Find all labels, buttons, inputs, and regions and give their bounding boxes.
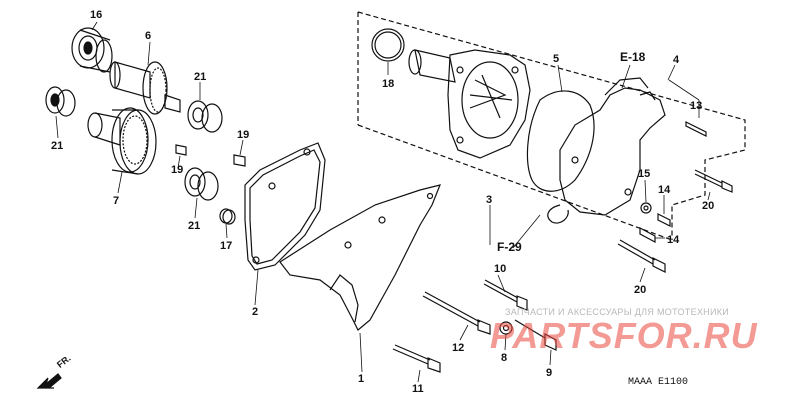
bolt-9: [514, 319, 557, 351]
pump-housing-4: [547, 77, 666, 224]
label-part-21-lower: 21: [188, 220, 201, 232]
cover-1: [279, 184, 441, 331]
label-part-19-right: 19: [237, 129, 250, 141]
bolt-20-upper: [694, 169, 733, 193]
label-part-6: 6: [145, 30, 152, 42]
bearing-21-upper: [187, 100, 223, 133]
label-part-19-left: 19: [171, 164, 184, 176]
gear-assembly-7: [87, 107, 157, 175]
label-part-5: 5: [553, 53, 560, 65]
o-ring-5: [526, 90, 595, 192]
bolt-14-upper: [657, 213, 671, 227]
label-part-14-lower: 14: [667, 234, 680, 246]
o-ring-18: [371, 28, 405, 62]
label-part-2: 2: [252, 306, 259, 318]
label-part-1: 1: [358, 373, 365, 385]
bolt-14-lower: [639, 227, 656, 243]
bearing-21-lower: [184, 167, 219, 201]
label-part-10: 10: [494, 263, 507, 275]
label-part-13: 13: [690, 100, 703, 112]
bolt-20-lower: [617, 239, 666, 273]
gasket-2: [244, 142, 326, 271]
label-part-7: 7: [113, 195, 120, 207]
label-part-21-left: 21: [51, 140, 64, 152]
dowel-17: [219, 208, 236, 225]
pin-19-right: [233, 154, 246, 167]
label-part-18: 18: [382, 78, 395, 90]
label-part-11: 11: [412, 383, 424, 395]
label-part-4: 4: [673, 54, 680, 66]
bearing-21-left: [45, 86, 76, 117]
front-arrow-icon: [36, 373, 62, 389]
label-part-12: 12: [452, 342, 465, 354]
label-part-8: 8: [501, 352, 508, 364]
label-part-9: 9: [546, 367, 553, 379]
bearing-16: [71, 27, 113, 73]
assembly-outline: [357, 11, 746, 240]
bolt-12: [422, 291, 491, 335]
label-part-14-upper: 14: [658, 184, 671, 196]
reference-f29: F-29: [497, 240, 522, 254]
leader-lines: [55, 21, 711, 383]
label-part-3: 3: [486, 194, 493, 206]
bolt-10: [483, 279, 528, 311]
label-part-20-lower: 20: [634, 284, 647, 296]
label-part-16: 16: [90, 9, 103, 21]
pump-assembly-3: [408, 49, 531, 159]
pin-19-left: [175, 144, 187, 156]
reference-e18: E-18: [620, 50, 646, 64]
shaft-gear-6: [109, 61, 181, 115]
label-part-17: 17: [220, 240, 233, 252]
watermark-brand: PARTSFOR.RU: [490, 315, 758, 356]
label-part-15: 15: [638, 168, 651, 180]
bolt-11: [392, 344, 441, 373]
watermark-tagline: ЗАПЧАСТИ И АКСЕССУАРЫ ДЛЯ МОТОТЕХНИКИ: [505, 307, 730, 317]
label-part-20-upper: 20: [702, 200, 715, 212]
bolt-13: [685, 121, 707, 137]
washer-15: [640, 202, 652, 214]
diagram-code: MAAA E1100: [628, 377, 689, 388]
label-part-21-upper: 21: [194, 71, 207, 83]
